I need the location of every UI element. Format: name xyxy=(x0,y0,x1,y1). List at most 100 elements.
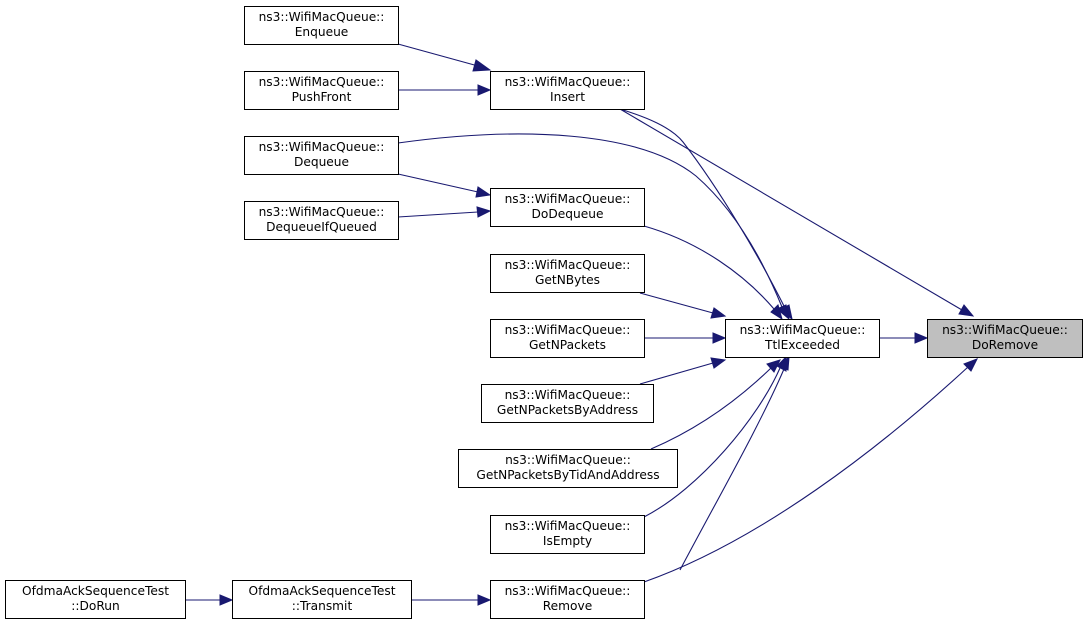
node-label-line1: ns3::WifiMacQueue:: xyxy=(505,75,631,89)
node-enqueue[interactable]: ns3::WifiMacQueue::Enqueue xyxy=(244,6,399,45)
node-label-line1: ns3::WifiMacQueue:: xyxy=(505,584,631,598)
node-getnpackets[interactable]: ns3::WifiMacQueue::GetNPackets xyxy=(490,319,645,358)
arrowhead-icon xyxy=(770,304,783,321)
node-label-line2: ::DoRun xyxy=(71,599,119,613)
node-dodequeue[interactable]: ns3::WifiMacQueue::DoDequeue xyxy=(490,188,645,227)
node-ttlexceeded[interactable]: ns3::WifiMacQueue::TtlExceeded xyxy=(725,319,880,358)
node-box xyxy=(725,319,880,358)
node-dorun[interactable]: OfdmaAckSequenceTest::DoRun xyxy=(5,580,186,619)
node-pushfront[interactable]: ns3::WifiMacQueue::PushFront xyxy=(244,71,399,110)
node-label-line2: PushFront xyxy=(292,90,352,104)
edge-line xyxy=(397,133,783,308)
node-box xyxy=(458,449,678,488)
node-box xyxy=(244,201,399,240)
node-label-line2: DoRemove xyxy=(972,338,1038,352)
node-label-line1: ns3::WifiMacQueue:: xyxy=(259,140,385,154)
arrowhead-icon xyxy=(778,355,790,371)
node-label-line2: Dequeue xyxy=(294,155,349,169)
node-label-line2: Enqueue xyxy=(295,25,349,39)
arrowhead-icon xyxy=(963,358,979,372)
node-doremove[interactable]: ns3::WifiMacQueue::DoRemove xyxy=(927,319,1083,358)
edge-line xyxy=(639,362,714,385)
edge-dequeue-to-ttlexceeded xyxy=(397,133,790,321)
edge-dorun-to-transmit xyxy=(185,594,234,606)
node-box xyxy=(5,580,186,619)
arrowhead-icon xyxy=(477,594,492,606)
node-label-line1: ns3::WifiMacQueue:: xyxy=(259,205,385,219)
edge-remove-to-doremove xyxy=(643,358,979,583)
arrowhead-icon xyxy=(472,59,492,72)
edge-line xyxy=(643,366,969,583)
edge-line xyxy=(397,211,479,218)
arrowhead-icon xyxy=(776,304,790,321)
edge-insert-to-doremove xyxy=(619,108,975,317)
node-getnbytes[interactable]: ns3::WifiMacQueue::GetNBytes xyxy=(490,254,645,293)
node-label-line1: OfdmaAckSequenceTest xyxy=(22,584,169,598)
node-transmit[interactable]: OfdmaAckSequenceTest::Transmit xyxy=(232,580,412,619)
node-getnpacketsbytidandaddress[interactable]: ns3::WifiMacQueue::GetNPacketsByTidAndAd… xyxy=(458,449,678,488)
edge-line xyxy=(643,367,781,518)
node-label-line2: DequeueIfQueued xyxy=(266,220,377,234)
arrowhead-icon xyxy=(476,206,492,218)
edge-line xyxy=(397,43,479,67)
arrowhead-icon xyxy=(914,332,929,344)
node-label-line2: ::Transmit xyxy=(292,599,353,613)
node-box xyxy=(481,384,654,423)
arrowhead-icon xyxy=(958,304,975,317)
edge-pushfront-to-insert xyxy=(398,84,492,96)
edge-enqueue-to-insert xyxy=(397,43,492,72)
node-isempty[interactable]: ns3::WifiMacQueue::IsEmpty xyxy=(490,515,645,554)
node-label-line2: Insert xyxy=(550,90,585,104)
node-box xyxy=(490,188,645,227)
edges-layer xyxy=(185,43,979,606)
edge-remove-to-ttlexceeded xyxy=(679,355,790,571)
node-box xyxy=(244,71,399,110)
edge-isempty-to-ttlexceeded xyxy=(643,355,787,518)
node-label-line1: OfdmaAckSequenceTest xyxy=(249,584,396,598)
node-label-line2: GetNPacketsByAddress xyxy=(497,403,638,417)
arrowhead-icon xyxy=(710,307,727,319)
node-label-line2: TtlExceeded xyxy=(764,338,840,352)
node-insert[interactable]: ns3::WifiMacQueue::Insert xyxy=(490,71,645,110)
arrowhead-icon xyxy=(477,84,492,96)
node-box xyxy=(490,515,645,554)
node-remove[interactable]: ns3::WifiMacQueue::Remove xyxy=(490,580,645,619)
node-label-line1: ns3::WifiMacQueue:: xyxy=(505,192,631,206)
edge-getnpackets-to-ttlexceeded xyxy=(644,332,727,344)
node-dequeueifqueued[interactable]: ns3::WifiMacQueue::DequeueIfQueued xyxy=(244,201,399,240)
node-label-line2: GetNBytes xyxy=(535,273,600,287)
node-label-line1: ns3::WifiMacQueue:: xyxy=(259,10,385,24)
edge-line xyxy=(397,173,479,193)
node-label-line2: IsEmpty xyxy=(543,534,592,548)
node-dequeue[interactable]: ns3::WifiMacQueue::Dequeue xyxy=(244,136,399,175)
nodes-layer: ns3::WifiMacQueue::Enqueuens3::WifiMacQu… xyxy=(5,6,1083,619)
node-box xyxy=(232,580,412,619)
edge-dequeue-to-dodequeue xyxy=(397,173,492,198)
node-label-line1: ns3::WifiMacQueue:: xyxy=(740,323,866,337)
node-box xyxy=(490,580,645,619)
edge-line xyxy=(650,367,772,450)
edge-line xyxy=(679,368,785,571)
edge-line xyxy=(619,108,963,311)
node-label-line2: DoDequeue xyxy=(532,207,604,221)
node-getnpacketsbyaddress[interactable]: ns3::WifiMacQueue::GetNPacketsByAddress xyxy=(481,384,654,423)
node-label-line1: ns3::WifiMacQueue:: xyxy=(505,388,631,402)
node-label-line1: ns3::WifiMacQueue:: xyxy=(942,323,1068,337)
arrowhead-icon xyxy=(475,186,492,198)
arrowhead-icon xyxy=(710,357,727,369)
node-box xyxy=(927,319,1083,358)
node-label-line2: GetNPackets xyxy=(529,338,606,352)
edge-line xyxy=(639,292,714,314)
node-box xyxy=(244,6,399,45)
node-box xyxy=(490,319,645,358)
arrowhead-icon xyxy=(219,594,234,606)
arrowhead-icon xyxy=(712,332,727,344)
edge-insert-to-ttlexceeded xyxy=(619,108,793,321)
node-box xyxy=(490,254,645,293)
node-box xyxy=(244,136,399,175)
edge-transmit-to-remove xyxy=(411,594,492,606)
node-label-line2: GetNPacketsByTidAndAddress xyxy=(476,468,659,482)
node-label-line2: Remove xyxy=(543,599,592,613)
node-label-line1: ns3::WifiMacQueue:: xyxy=(505,519,631,533)
edge-dequeueifqueued-to-dodequeue xyxy=(397,206,492,218)
